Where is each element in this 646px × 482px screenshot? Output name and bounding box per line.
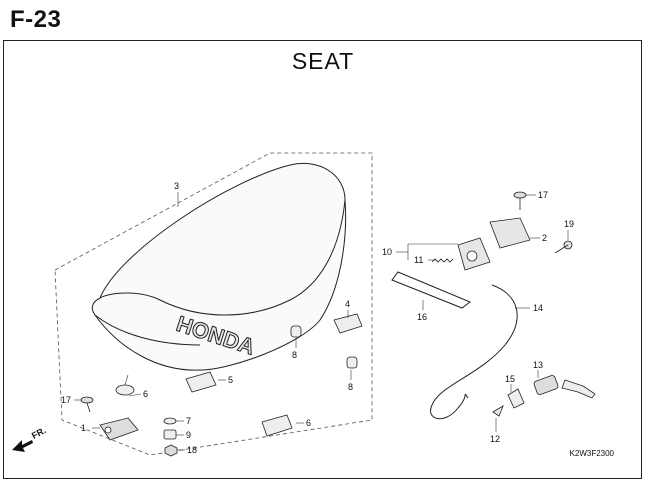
label-12: 12 <box>490 434 500 444</box>
clip-part-15 <box>507 388 525 409</box>
bolt-part-17-right <box>513 191 527 210</box>
latch-assembly <box>457 217 531 271</box>
seat-part: HONDA <box>91 163 347 371</box>
front-direction-arrow <box>12 440 33 452</box>
grommet-part-8-upper <box>290 325 302 338</box>
leader-lines <box>74 192 569 451</box>
lock-part-13 <box>533 375 596 399</box>
label-9: 9 <box>186 430 191 440</box>
label-18: 18 <box>187 445 197 455</box>
label-5: 6 <box>143 389 148 399</box>
label-15: 15 <box>505 374 515 384</box>
bolt-part-19 <box>554 240 573 254</box>
label-11: 11 <box>414 255 423 265</box>
label-2: 2 <box>542 233 547 243</box>
label-19: 19 <box>564 219 574 229</box>
bolt-part-17-left <box>80 396 94 413</box>
rod-part-16 <box>391 271 471 309</box>
label-14: 14 <box>533 303 543 313</box>
collar-part-9 <box>163 429 177 440</box>
label-13: 13 <box>533 360 543 370</box>
spring-part-11 <box>431 258 454 263</box>
bracket-part-1 <box>99 417 139 441</box>
pad-part-6-lower <box>261 414 293 437</box>
label-17-left: 17 <box>61 395 71 405</box>
pad-part-6-upper <box>185 371 217 393</box>
grommet-part-8-lower <box>346 356 358 369</box>
pin-part-12 <box>492 405 504 417</box>
pad-part-4 <box>333 313 363 334</box>
diagram-title: SEAT <box>291 48 355 74</box>
diagram-reference-code: K2W3F2300 <box>569 449 614 458</box>
label-3: 3 <box>174 181 179 191</box>
label-1: 1 <box>81 423 86 433</box>
label-6-upper: 5 <box>228 375 233 385</box>
diagram-code: F-23 <box>10 6 62 33</box>
label-7: 7 <box>186 416 191 426</box>
label-8-lower: 8 <box>348 382 353 392</box>
label-10: 10 <box>382 247 392 257</box>
callout-labels: 3 6 17 1 5 6 4 8 8 7 9 18 10 11 2 17 19 … <box>61 181 574 455</box>
cable-part-14 <box>430 284 518 419</box>
label-6-lower: 6 <box>306 418 311 428</box>
diagram-frame <box>3 40 642 479</box>
assembly-boundary <box>54 152 373 456</box>
nut-part-18 <box>164 444 178 457</box>
washer-part-7 <box>163 417 177 425</box>
washer-part-5 <box>115 384 135 396</box>
label-4: 4 <box>345 299 350 309</box>
label-16: 16 <box>417 312 427 322</box>
label-8-upper: 8 <box>292 350 297 360</box>
label-17-right: 17 <box>538 190 548 200</box>
